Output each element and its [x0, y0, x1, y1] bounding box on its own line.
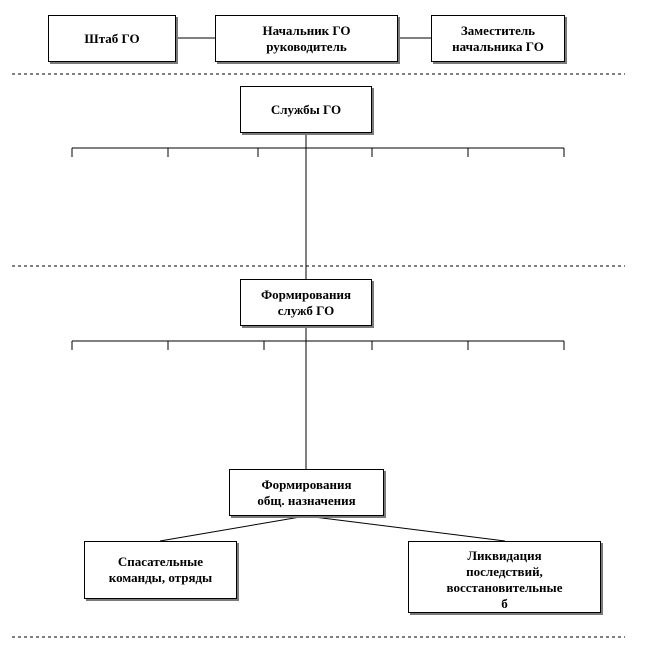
node-formirovaniya-obsh-label: Формирования общ. назначения [257, 476, 356, 508]
node-formirovaniya-sluzhb-label: Формирования служб ГО [261, 286, 351, 318]
node-zamestitel: Заместитель начальника ГО [431, 15, 565, 62]
node-formirovaniya-sluzhb: Формирования служб ГО [240, 279, 372, 326]
connector-obsh-likv [305, 515, 506, 542]
node-spasatelnye: Спасательные команды, отряды [84, 541, 237, 599]
node-shtab-go-label: Штаб ГО [84, 30, 140, 46]
node-sluzhby-go: Службы ГО [240, 86, 372, 133]
connector-obsh-spas [159, 515, 307, 542]
node-spasatelnye-label: Спасательные команды, отряды [108, 554, 213, 585]
node-likvidaciya-label: Ликвидация последствий, восстановительны… [446, 548, 563, 611]
node-shtab-go: Штаб ГО [48, 15, 176, 62]
node-zamestitel-label: Заместитель начальника ГО [452, 22, 544, 54]
node-sluzhby-go-label: Службы ГО [270, 101, 342, 117]
node-likvidaciya: Ликвидация последствий, восстановительны… [408, 541, 601, 613]
node-nachalnik-go: Начальник ГО руководитель [215, 15, 398, 62]
node-formirovaniya-obsh: Формирования общ. назначения [229, 469, 384, 516]
node-nachalnik-go-label: Начальник ГО руководитель [262, 22, 351, 54]
